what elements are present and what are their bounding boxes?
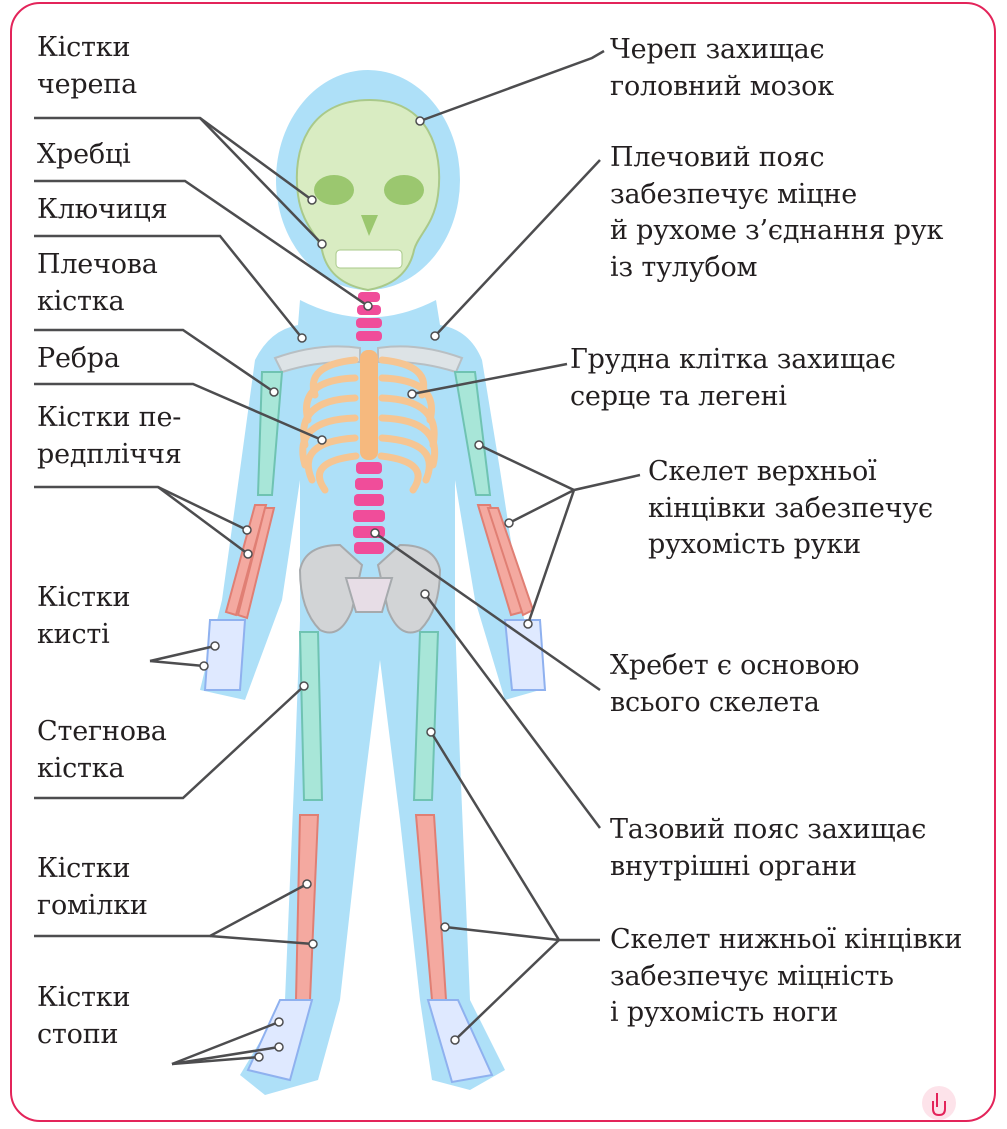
label-ribs: Ребра (37, 341, 120, 378)
label-forearm-bones: Кістки пе-редпліччя (37, 400, 182, 473)
label-vertebrae: Хребці (37, 137, 131, 174)
label-clavicle: Ключиця (37, 192, 167, 229)
sternum (360, 350, 378, 460)
pointer-hand-icon (921, 1085, 957, 1121)
